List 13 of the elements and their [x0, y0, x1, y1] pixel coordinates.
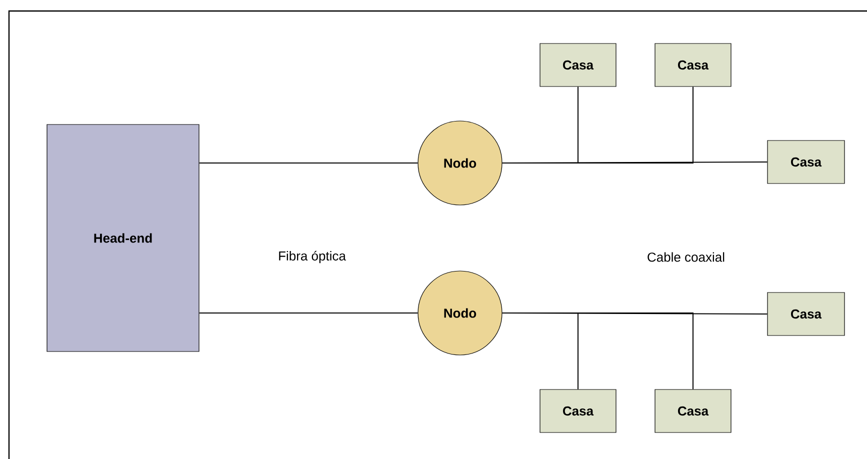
connector-line: [198, 162, 418, 164]
connector-line: [502, 312, 694, 390]
cable-label: Fibra óptica: [279, 250, 346, 264]
house-box: Casa: [654, 389, 732, 433]
house-box: Casa: [767, 292, 845, 336]
house-box: Casa: [767, 140, 845, 184]
head-end-box: Head-end: [46, 124, 200, 352]
house-box: Casa: [540, 389, 616, 433]
house-box: Casa: [654, 43, 732, 87]
cable-label: Cable coaxial: [648, 252, 724, 262]
connector-line: [198, 312, 418, 314]
connector-line: [502, 162, 768, 164]
house-box: Casa: [540, 43, 616, 87]
